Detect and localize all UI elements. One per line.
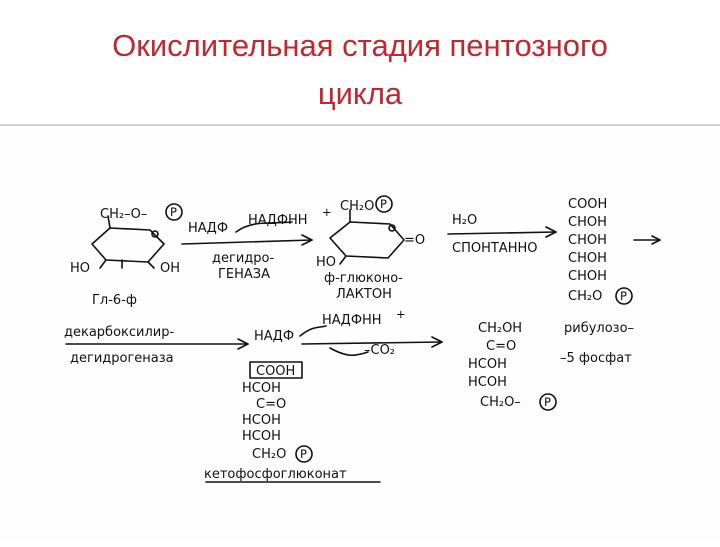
step1-enzyme-line-2: ГЕНАЗА xyxy=(218,267,270,282)
step3-decarboxylation: декарбоксилир- дегидрогеназа НАДФ НАДФНН… xyxy=(64,307,443,366)
ribulose-row-5: CH₂O– xyxy=(480,395,521,410)
step3-co2: –CO₂ xyxy=(364,343,395,358)
gluconate-row-5: CHOH xyxy=(568,269,607,284)
step3-plus: + xyxy=(396,307,406,321)
step1-dehydrogenase-arrow: НАДФ НАДФНН + дегидро- ГЕНАЗА xyxy=(181,205,332,282)
gluconate-row-4: CHOH xyxy=(568,251,607,266)
slide-title-line-1: Окислительная стадия пентозного xyxy=(112,28,608,63)
slide-title: Окислительная стадия пентозного цикла xyxy=(0,22,720,118)
lactone-ho-label: HO xyxy=(316,255,336,270)
phosphate-circle xyxy=(165,203,183,221)
lactone-name-line-1: ф-глюконо- xyxy=(324,271,403,286)
keto-row-3: C=O xyxy=(256,397,286,412)
glucose-6p-name: Гл-6-ф xyxy=(92,293,137,308)
lactone-ring xyxy=(329,221,405,259)
step2-spontaneous-arrow: H₂O СПОНТАННО xyxy=(447,213,557,256)
keto-row-4: HCOH xyxy=(242,413,281,428)
step3-enzyme-line-1: декарбоксилир- xyxy=(64,325,174,340)
keto-row-5: HCOH xyxy=(242,429,281,444)
lactone-name-line-2: ЛАКТОН xyxy=(336,287,392,302)
pentose-cycle-diagram: CH₂–O– P HO OH Гл-6-ф НАДФ НАДФНН + деги… xyxy=(64,195,661,483)
step2-water: H₂O xyxy=(452,213,477,228)
step1-nadph-label: НАДФНН xyxy=(248,213,308,228)
step3-enzyme-line-2: дегидрогеназа xyxy=(70,351,174,366)
keto-row-6: CH₂O xyxy=(252,447,286,462)
phosphogluconate: COOH CHOH CHOH CHOH CHOH CH₂O P xyxy=(568,197,661,305)
lactone-phosphate-label: P xyxy=(380,197,387,211)
step1-enzyme-line-1: дегидро- xyxy=(212,251,274,266)
gluconolactone: CH₂O P =O HO ф-глюконо- ЛАКТОН xyxy=(316,195,425,302)
step1-nadp-label: НАДФ xyxy=(188,221,228,236)
lactone-eq-o: =O xyxy=(404,233,425,248)
slide-title-line-2: цикла xyxy=(317,76,403,111)
glucose-oh-label: OH xyxy=(160,261,180,276)
phosphate-label: P xyxy=(170,205,177,219)
glucose-ch2-label: CH₂–O– xyxy=(100,207,147,222)
ring-oxygen-mark xyxy=(151,230,159,238)
keto-row-2: HCOH xyxy=(242,381,281,396)
glucose-ho-label: HO xyxy=(70,261,90,276)
ribulose-name-line-1: рибулозо– xyxy=(564,321,634,336)
keto-phosphate-label: P xyxy=(300,447,307,461)
ketophosphogluconate: COOH HCOH C=O HCOH HCOH CH₂O P кетофосфо… xyxy=(204,361,381,483)
scanned-diagram-sheet: CH₂–O– P HO OH Гл-6-ф НАДФ НАДФНН + деги… xyxy=(0,124,720,542)
ribulose-row-4: HCOH xyxy=(468,375,507,390)
step1-plus: + xyxy=(322,205,332,219)
ribulose-row-2: C=O xyxy=(486,339,516,354)
ribulose-row-1: CH₂OH xyxy=(478,321,522,336)
keto-name: кетофосфоглюконат xyxy=(204,467,347,482)
gluconate-row-3: CHOH xyxy=(568,233,607,248)
gluconate-row-6: CH₂O xyxy=(568,289,602,304)
lactone-ch2-label: CH₂O xyxy=(340,199,374,214)
gluconate-row-2: CHOH xyxy=(568,215,607,230)
step2-label: СПОНТАННО xyxy=(452,241,537,256)
keto-row-1: COOH xyxy=(256,364,295,379)
gluconate-phosphate-label: P xyxy=(620,289,627,303)
ribulose-5-phosphate: CH₂OH C=O HCOH HCOH CH₂O– P рибулозо– –5… xyxy=(468,321,634,411)
gluconate-row-1: COOH xyxy=(568,197,607,212)
glucose-6-phosphate: CH₂–O– P HO OH Гл-6-ф xyxy=(70,203,183,308)
ribulose-name-line-2: –5 фосфат xyxy=(560,351,632,366)
ribulose-row-3: HCOH xyxy=(468,357,507,372)
carboxyl-box xyxy=(249,361,303,379)
ribulose-phosphate-label: P xyxy=(544,395,551,409)
step3-nadp-label: НАДФ xyxy=(254,329,294,344)
step3-nadph-label: НАДФНН xyxy=(322,313,382,328)
glucose-ring xyxy=(91,227,165,263)
